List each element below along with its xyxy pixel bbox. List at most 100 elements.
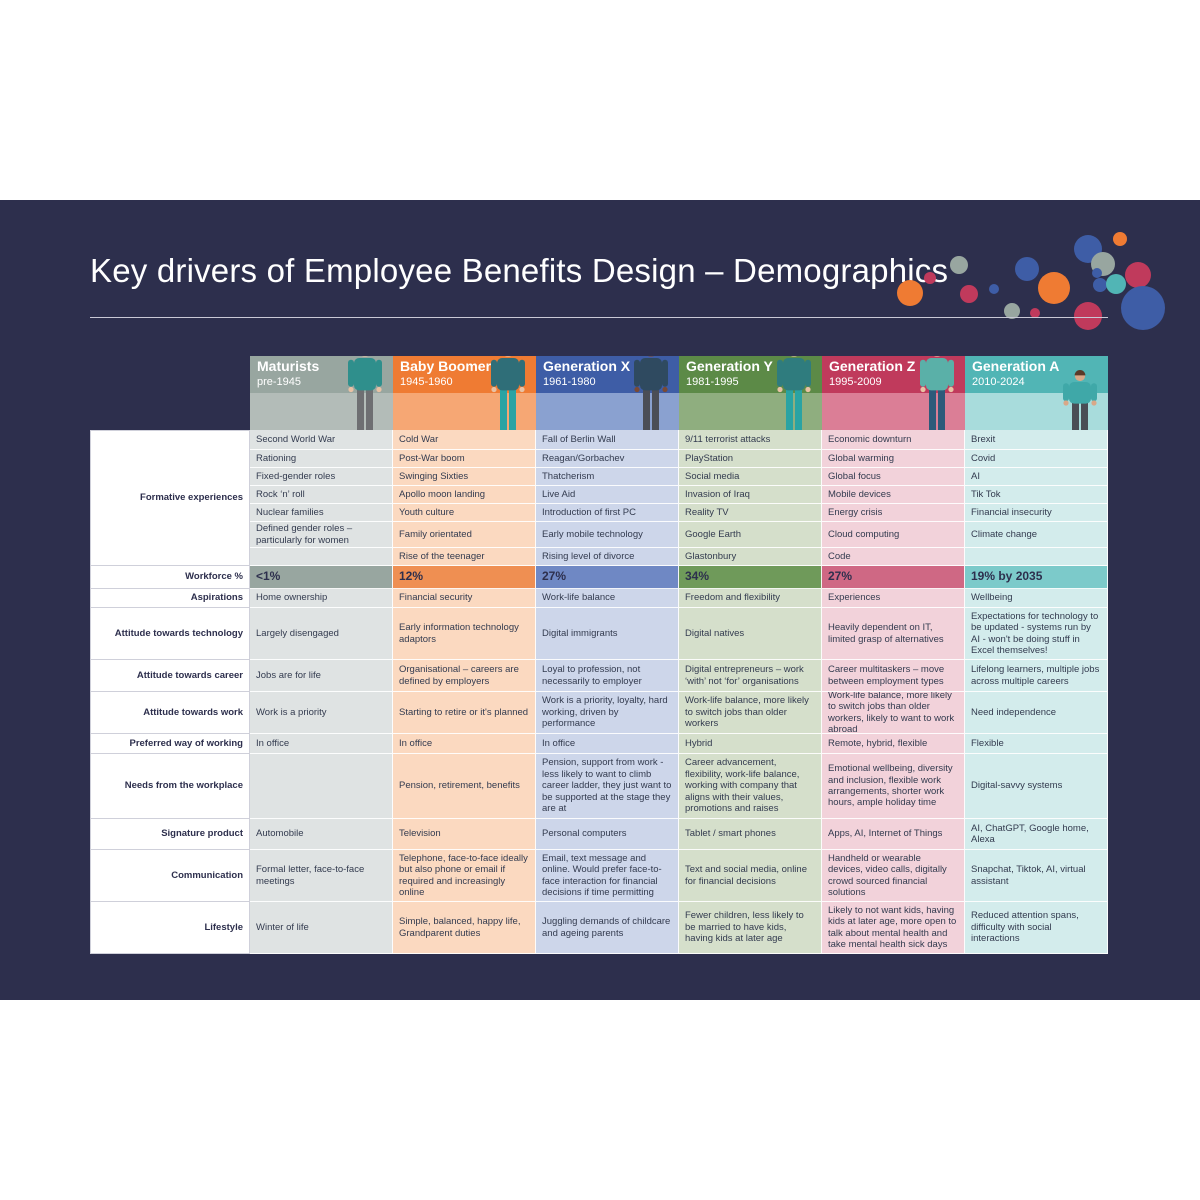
generation-name: Generation Y xyxy=(686,358,773,374)
preferred-way-of-working-cell: Flexible xyxy=(965,734,1108,754)
row-label-needs-from-the-workplace: Needs from the workplace xyxy=(90,754,250,819)
header-corner xyxy=(90,356,250,430)
demographics-table: Maturists pre-1945 Baby Boomers 1945-1960 Ge… xyxy=(90,356,1108,954)
needs-from-the-workplace-cell: Pension, support from work - less likely… xyxy=(536,754,679,819)
preferred-way-of-working-cell: Remote, hybrid, flexible xyxy=(822,734,965,754)
communication-cell: Formal letter, face-to-face meetings xyxy=(250,850,393,902)
signature-product-cell: AI, ChatGPT, Google home, Alexa xyxy=(965,819,1108,850)
row-label-formative-experiences: Formative experiences xyxy=(90,430,250,566)
attitude-towards-work-cell: Need independence xyxy=(965,692,1108,734)
formative-cell: Rise of the teenager xyxy=(393,548,536,566)
generation-name: Maturists xyxy=(257,358,320,374)
row-label-attitude-towards-career: Attitude towards career xyxy=(90,660,250,692)
elderly-man-figure-icon xyxy=(348,356,382,430)
formative-cell: Invasion of Iraq xyxy=(679,486,822,504)
preferred-way-of-working-cell: In office xyxy=(250,734,393,754)
formative-cell: Post-War boom xyxy=(393,450,536,468)
attitude-towards-career-cell: Loyal to profession, not necessarily to … xyxy=(536,660,679,692)
workforce-value: 27% xyxy=(822,566,965,589)
page-title: Key drivers of Employee Benefits Design … xyxy=(90,252,949,289)
formative-cell: AI xyxy=(965,468,1108,486)
generation-years: 2010-2024 xyxy=(972,376,1025,388)
formative-cell: Early mobile technology xyxy=(536,522,679,548)
formative-cell: Climate change xyxy=(965,522,1108,548)
formative-cell: Reagan/Gorbachev xyxy=(536,450,679,468)
formative-cell: Introduction of first PC xyxy=(536,504,679,522)
needs-from-the-workplace-cell: Pension, retirement, benefits xyxy=(393,754,536,819)
attitude-towards-career-cell: Lifelong learners, multiple jobs across … xyxy=(965,660,1108,692)
formative-cell: Google Earth xyxy=(679,522,822,548)
generation-name: Generation X xyxy=(543,358,631,374)
row-label-preferred-way-of-working: Preferred way of working xyxy=(90,734,250,754)
needs-from-the-workplace-cell xyxy=(250,754,393,819)
formative-cell: Cold War xyxy=(393,430,536,450)
formative-cell: Energy crisis xyxy=(822,504,965,522)
row-label-attitude-towards-work: Attitude towards work xyxy=(90,692,250,734)
generation-name: Generation A xyxy=(972,358,1060,374)
preferred-way-of-working-cell: In office xyxy=(536,734,679,754)
attitude-towards-career-cell: Organisational – careers are defined by … xyxy=(393,660,536,692)
generation-name: Generation Z xyxy=(829,358,916,374)
preferred-way-of-working-cell: In office xyxy=(393,734,536,754)
woman-figure-icon xyxy=(634,356,668,430)
lifestyle-cell: Likely to not want kids, having kids at … xyxy=(822,902,965,954)
attitude-towards-work-cell: Work-life balance, more likely to switch… xyxy=(679,692,822,734)
man-figure-icon xyxy=(777,356,811,430)
workforce-value: 34% xyxy=(679,566,822,589)
communication-cell: Snapchat, Tiktok, AI, virtual assistant xyxy=(965,850,1108,902)
row-label-communication: Communication xyxy=(90,850,250,902)
older-woman-figure-icon xyxy=(491,356,525,430)
formative-cell: Global warming xyxy=(822,450,965,468)
communication-cell: Email, text message and online. Would pr… xyxy=(536,850,679,902)
generation-years: 1995-2009 xyxy=(829,376,882,388)
signature-product-cell: Automobile xyxy=(250,819,393,850)
row-label-lifestyle: Lifestyle xyxy=(90,902,250,954)
lifestyle-cell: Simple, balanced, happy life, Grandparen… xyxy=(393,902,536,954)
attitude-towards-technology-cell: Largely disengaged xyxy=(250,608,393,660)
lifestyle-cell: Winter of life xyxy=(250,902,393,954)
preferred-way-of-working-cell: Hybrid xyxy=(679,734,822,754)
communication-cell: Telephone, face-to-face ideally but also… xyxy=(393,850,536,902)
generation-header-generation_a: Generation A 2010-2024 xyxy=(965,356,1108,430)
formative-cell: Cloud computing xyxy=(822,522,965,548)
row-label-aspirations: Aspirations xyxy=(90,589,250,608)
decorative-bubbles-icon xyxy=(897,232,1165,330)
aspirations-cell: Wellbeing xyxy=(965,589,1108,608)
title-divider xyxy=(90,317,1108,318)
workforce-value: 19% by 2035 xyxy=(965,566,1108,589)
lifestyle-cell: Juggling demands of childcare and ageing… xyxy=(536,902,679,954)
generation-years: pre-1945 xyxy=(257,376,302,388)
formative-cell: Brexit xyxy=(965,430,1108,450)
formative-cell: Tik Tok xyxy=(965,486,1108,504)
formative-cell: Live Aid xyxy=(536,486,679,504)
formative-cell: Fall of Berlin Wall xyxy=(536,430,679,450)
formative-cell: Rock ‘n’ roll xyxy=(250,486,393,504)
generation-name: Baby Boomers xyxy=(400,358,499,374)
row-label-attitude-towards-technology: Attitude towards technology xyxy=(90,608,250,660)
lifestyle-cell: Reduced attention spans, difficulty with… xyxy=(965,902,1108,954)
formative-cell: Second World War xyxy=(250,430,393,450)
formative-cell: Family orientated xyxy=(393,522,536,548)
generation-header-generation_z: Generation Z 1995-2009 xyxy=(822,356,965,430)
needs-from-the-workplace-cell: Career advancement, flexibility, work-li… xyxy=(679,754,822,819)
formative-cell xyxy=(250,548,393,566)
formative-cell xyxy=(965,548,1108,566)
poster-board: Key drivers of Employee Benefits Design … xyxy=(0,200,1200,1000)
row-label-signature-product: Signature product xyxy=(90,819,250,850)
attitude-towards-work-cell: Work is a priority, loyalty, hard workin… xyxy=(536,692,679,734)
communication-cell: Text and social media, online for financ… xyxy=(679,850,822,902)
child-figure-icon xyxy=(1063,370,1097,430)
aspirations-cell: Experiences xyxy=(822,589,965,608)
generation-years: 1945-1960 xyxy=(400,376,453,388)
workforce-value: <1% xyxy=(250,566,393,589)
formative-cell: Nuclear families xyxy=(250,504,393,522)
formative-cell: 9/11 terrorist attacks xyxy=(679,430,822,450)
attitude-towards-career-cell: Digital entrepreneurs – work ‘with’ not … xyxy=(679,660,822,692)
attitude-towards-technology-cell: Digital natives xyxy=(679,608,822,660)
row-label-workforce: Workforce % xyxy=(90,566,250,589)
formative-cell: Defined gender roles – particularly for … xyxy=(250,522,393,548)
formative-cell: Social media xyxy=(679,468,822,486)
aspirations-cell: Freedom and flexibility xyxy=(679,589,822,608)
formative-cell: Swinging Sixties xyxy=(393,468,536,486)
